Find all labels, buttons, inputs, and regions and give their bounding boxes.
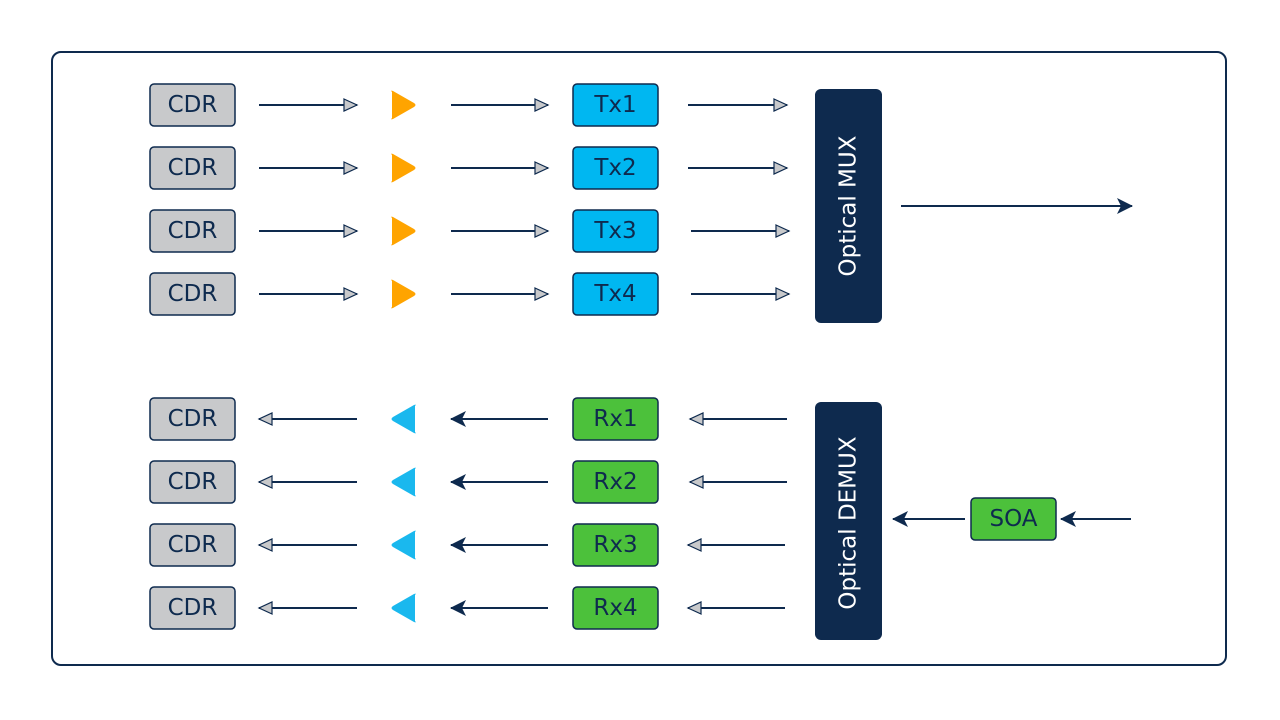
tx-box-1: Tx1: [572, 83, 659, 127]
tx-label: Tx1: [593, 92, 636, 118]
optical-demux-label: Optical DEMUX: [836, 436, 862, 609]
cdr-box-rx-1: CDR: [149, 397, 236, 441]
rx-row-2: CDR Rx2: [149, 460, 787, 504]
tx-box-3: Tx3: [572, 209, 659, 253]
cdr-box-tx-2: CDR: [149, 146, 236, 190]
optical-mux-label: Optical MUX: [836, 135, 862, 276]
tx-label: Tx4: [593, 281, 636, 307]
optical-mux-block: Optical MUX: [815, 89, 882, 323]
rx-row-4: CDR Rx4: [149, 586, 785, 630]
transmit-section: CDR Tx1 CDR Tx2: [149, 83, 1133, 323]
cdr-label: CDR: [168, 218, 218, 244]
driver-amplifier-icon: [391, 279, 416, 309]
driver-amplifier-icon: [391, 216, 416, 246]
receive-section: CDR Rx1 CDR Rx2: [149, 397, 1131, 640]
tx-box-2: Tx2: [572, 146, 659, 190]
cdr-label: CDR: [168, 469, 218, 495]
rx-label: Rx4: [593, 595, 637, 621]
receiver-amplifier-icon: [391, 404, 416, 434]
soa-label: SOA: [989, 506, 1037, 532]
cdr-label: CDR: [168, 406, 218, 432]
rx-label: Rx3: [593, 532, 637, 558]
tx-label: Tx2: [593, 155, 636, 181]
cdr-label: CDR: [168, 532, 218, 558]
rx-box-2: Rx2: [572, 460, 659, 504]
receiver-amplifier-icon: [391, 530, 416, 560]
cdr-box-tx-1: CDR: [149, 83, 236, 127]
cdr-box-rx-2: CDR: [149, 460, 236, 504]
receiver-amplifier-icon: [391, 467, 416, 497]
optical-demux-block: Optical DEMUX: [815, 402, 882, 640]
rx-row-1: CDR Rx1: [149, 397, 787, 441]
tx-row-4: CDR Tx4: [149, 272, 791, 316]
diagram-frame: [51, 51, 1227, 666]
tx-row-3: CDR Tx3: [149, 209, 791, 253]
soa-box: SOA: [970, 497, 1057, 541]
rx-row-3: CDR Rx3: [149, 523, 785, 567]
driver-amplifier-icon: [391, 90, 416, 120]
tx-box-4: Tx4: [572, 272, 659, 316]
cdr-box-rx-3: CDR: [149, 523, 236, 567]
driver-amplifier-icon: [391, 153, 416, 183]
cdr-box-rx-4: CDR: [149, 586, 236, 630]
rx-box-3: Rx3: [572, 523, 659, 567]
rx-box-1: Rx1: [572, 397, 659, 441]
cdr-box-tx-3: CDR: [149, 209, 236, 253]
tx-row-2: CDR Tx2: [149, 146, 789, 190]
rx-box-4: Rx4: [572, 586, 659, 630]
cdr-label: CDR: [168, 281, 218, 307]
cdr-label: CDR: [168, 92, 218, 118]
rx-label: Rx2: [593, 469, 637, 495]
cdr-label: CDR: [168, 155, 218, 181]
cdr-label: CDR: [168, 595, 218, 621]
tx-row-1: CDR Tx1: [149, 83, 789, 127]
rx-label: Rx1: [593, 406, 637, 432]
receiver-amplifier-icon: [391, 593, 416, 623]
cdr-box-tx-4: CDR: [149, 272, 236, 316]
tx-label: Tx3: [593, 218, 636, 244]
